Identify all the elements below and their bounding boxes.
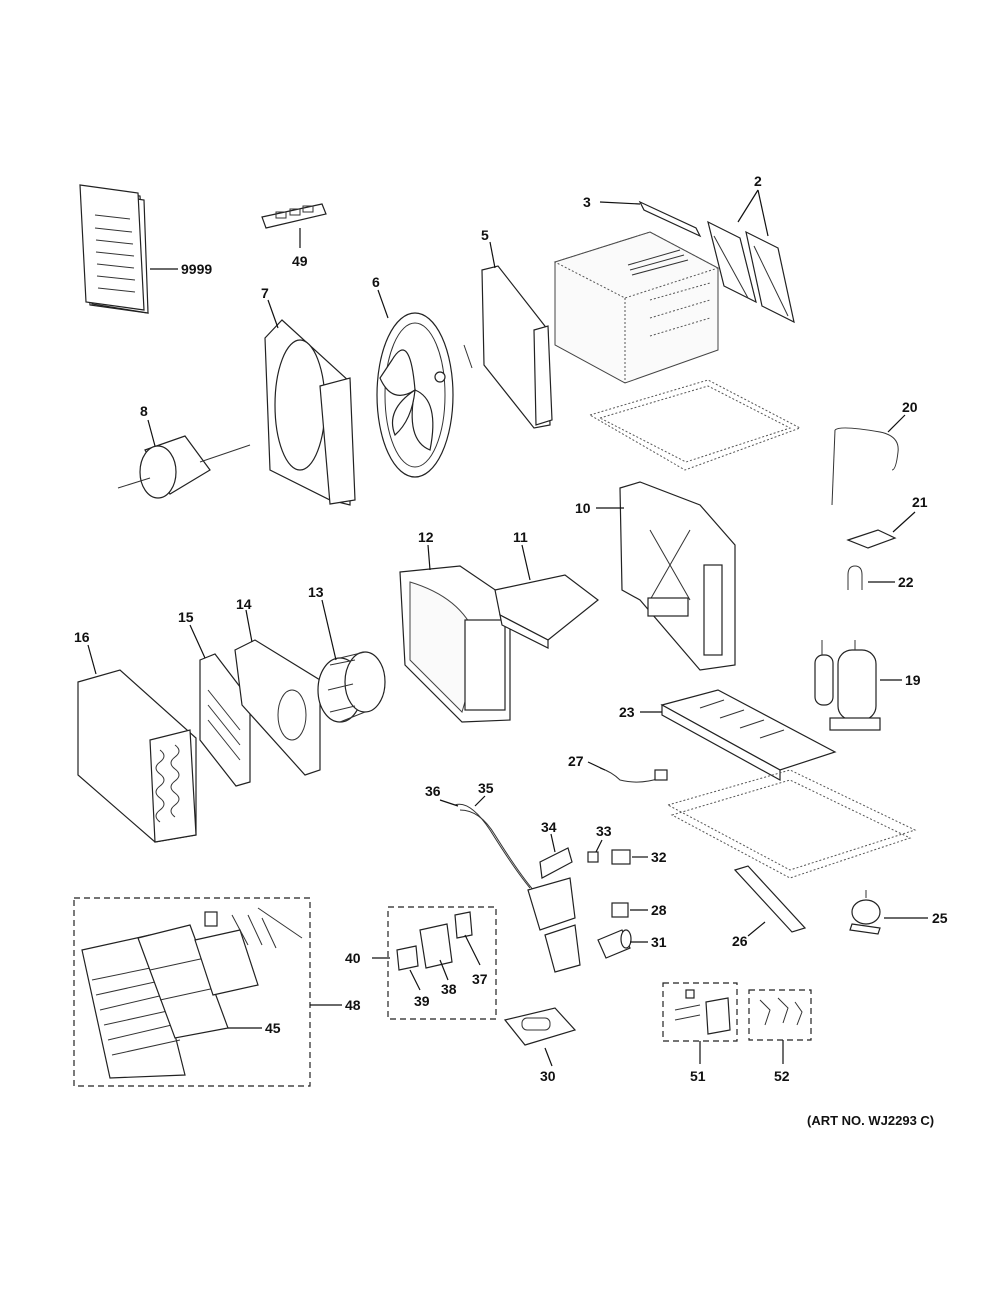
part-drain-pan[interactable] [660, 689, 837, 782]
callout-21: 21 [912, 494, 928, 510]
callout-26: 26 [732, 933, 748, 949]
callout-28: 28 [651, 902, 667, 918]
callout-35: 35 [478, 780, 494, 796]
part-compressor[interactable] [814, 640, 881, 731]
part-blower-housing[interactable] [399, 565, 511, 723]
part-base-pan [666, 769, 917, 879]
part-support-rail[interactable] [733, 865, 807, 933]
callout-49: 49 [292, 253, 308, 269]
part-capacitor[interactable] [597, 929, 632, 959]
part-cabinet-outer-case[interactable] [553, 231, 720, 384]
part-top-bracket[interactable] [638, 200, 702, 238]
callout-33: 33 [596, 823, 612, 839]
part-power-cord[interactable] [599, 767, 668, 783]
callout-25: 25 [932, 910, 948, 926]
part-hardware-kit-51[interactable] [674, 989, 731, 1035]
group-box-52 [748, 989, 812, 1041]
part-control-board[interactable] [527, 847, 576, 931]
part-hardware-kit-52[interactable] [759, 997, 803, 1026]
callout-10: 10 [575, 500, 591, 516]
callout-3: 3 [583, 194, 591, 210]
part-fan-shroud[interactable] [264, 319, 356, 506]
part-evaporator-coil[interactable] [77, 669, 197, 843]
callout-22: 22 [898, 574, 914, 590]
part-mounting-bracket-21[interactable] [846, 529, 897, 549]
part-condenser-bracket[interactable] [463, 265, 553, 429]
part-25[interactable] [849, 890, 881, 935]
group-box-40 [387, 906, 497, 1020]
part-remote-control[interactable] [261, 203, 327, 229]
part-frame-15[interactable] [199, 653, 251, 787]
callout-39: 39 [414, 993, 430, 1009]
group-box-48 [73, 897, 311, 1087]
part-blower-wheel[interactable] [317, 651, 386, 723]
callout-36: 36 [425, 783, 441, 799]
part-control-bracket[interactable] [544, 924, 581, 973]
part-wire-harness[interactable] [454, 803, 536, 893]
callout-51: 51 [690, 1068, 706, 1084]
part-owners-manual[interactable] [79, 184, 149, 314]
part-control-panel-set[interactable] [396, 911, 473, 971]
part-32[interactable] [611, 849, 631, 865]
part-hook-22[interactable] [847, 565, 863, 590]
callout-9999: 9999 [181, 261, 212, 277]
callout-16: 16 [74, 629, 90, 645]
callout-5: 5 [481, 227, 489, 243]
callout-40: 40 [345, 950, 361, 966]
callout-38: 38 [441, 981, 457, 997]
callout-19: 19 [905, 672, 921, 688]
callout-52: 52 [774, 1068, 790, 1084]
callout-15: 15 [178, 609, 194, 625]
part-30[interactable] [503, 1007, 577, 1046]
part-side-filters[interactable] [707, 220, 795, 324]
callout-45: 45 [265, 1020, 281, 1036]
part-condenser-fan-blade[interactable] [376, 312, 454, 478]
part-scroll-cover[interactable] [494, 574, 599, 649]
part-relay-33[interactable] [587, 851, 599, 863]
callout-27: 27 [568, 753, 584, 769]
callout-7: 7 [261, 285, 269, 301]
callout-14: 14 [236, 596, 252, 612]
callout-23: 23 [619, 704, 635, 720]
part-base-pan-outline [588, 379, 802, 471]
callout-31: 31 [651, 934, 667, 950]
callout-48: 48 [345, 997, 361, 1013]
callout-8: 8 [140, 403, 148, 419]
group-box-51 [662, 982, 738, 1042]
part-fan-motor[interactable] [117, 435, 251, 499]
callout-6: 6 [372, 274, 380, 290]
callout-12: 12 [418, 529, 434, 545]
part-partition-panel[interactable] [619, 481, 736, 671]
callout-13: 13 [308, 584, 324, 600]
callout-20: 20 [902, 399, 918, 415]
callout-32: 32 [651, 849, 667, 865]
callout-34: 34 [541, 819, 557, 835]
part-front-grille[interactable] [81, 907, 303, 1079]
part-28[interactable] [611, 902, 629, 918]
callout-30: 30 [540, 1068, 556, 1084]
callout-11: 11 [513, 529, 528, 545]
part-orifice-plate[interactable] [234, 639, 321, 776]
art-number: (ART NO. WJ2293 C) [807, 1113, 935, 1128]
callout-37: 37 [472, 971, 488, 987]
callout-2: 2 [754, 173, 762, 189]
part-capillary-tube[interactable] [831, 427, 899, 506]
